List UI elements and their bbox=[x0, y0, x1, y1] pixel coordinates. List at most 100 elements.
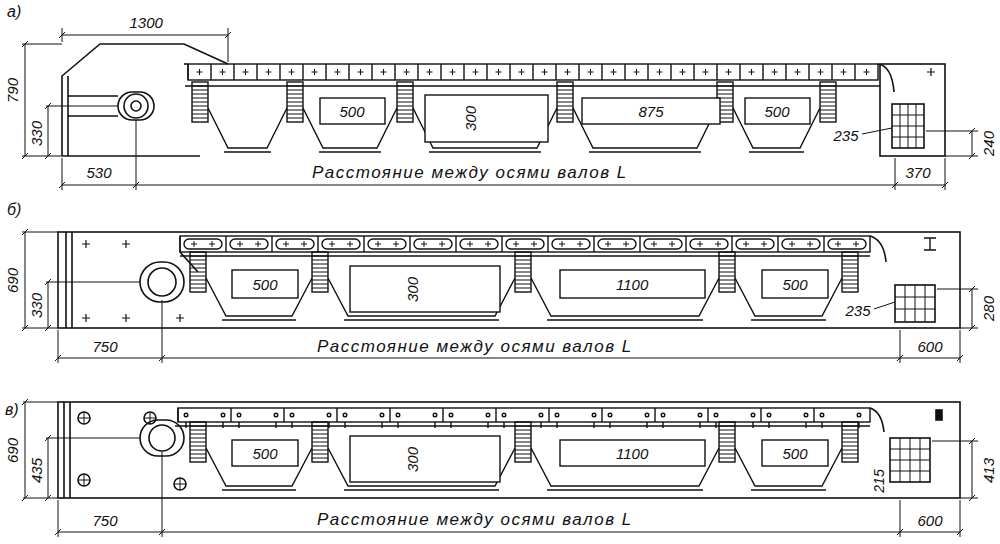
drawing-line bbox=[895, 285, 935, 322]
chain-link bbox=[325, 64, 326, 80]
post-hatch bbox=[192, 90, 208, 91]
post-hatch bbox=[192, 118, 208, 119]
support-post bbox=[312, 422, 328, 462]
post-hatch bbox=[719, 280, 735, 281]
chain-link bbox=[854, 64, 855, 80]
post-hatch bbox=[312, 260, 328, 261]
post-hatch bbox=[719, 426, 735, 427]
chain-link bbox=[670, 64, 671, 80]
post-hatch bbox=[842, 272, 858, 273]
bolt-mark bbox=[588, 69, 594, 75]
chain-link bbox=[317, 236, 318, 252]
chain-hanger bbox=[504, 422, 541, 428]
post-hatch bbox=[192, 114, 208, 115]
post-hatch bbox=[312, 430, 328, 431]
bolt-mark bbox=[853, 241, 859, 247]
frame-a bbox=[62, 44, 945, 156]
post-hatch bbox=[842, 454, 858, 455]
chain-link bbox=[460, 239, 498, 249]
bolt-mark bbox=[818, 69, 824, 75]
post-hatch bbox=[190, 268, 206, 269]
beam-flange bbox=[222, 319, 296, 320]
beam-flange bbox=[547, 489, 703, 490]
chain-link bbox=[389, 408, 390, 422]
chain-link bbox=[283, 408, 284, 422]
rivet bbox=[221, 413, 225, 417]
dimension-value: 500 bbox=[251, 276, 280, 293]
post-hatch bbox=[719, 272, 735, 273]
rivet bbox=[449, 413, 453, 417]
drawing-line bbox=[149, 425, 175, 451]
post-hatch bbox=[190, 434, 206, 435]
dimension-value: 600 bbox=[916, 338, 945, 355]
post-hatch bbox=[515, 256, 531, 257]
post-hatch bbox=[842, 276, 858, 277]
post-hatch bbox=[719, 284, 735, 285]
post-hatch bbox=[515, 280, 531, 281]
dimension-value: 875 bbox=[637, 103, 666, 120]
dimension-value: 600 bbox=[916, 512, 945, 529]
chain-link bbox=[808, 64, 809, 80]
drawing-line bbox=[892, 104, 924, 148]
rivet bbox=[343, 413, 347, 417]
post-hatch bbox=[190, 458, 206, 459]
support-post bbox=[190, 422, 206, 462]
drawing-line bbox=[932, 438, 978, 501]
bolt-mark bbox=[329, 241, 335, 247]
chain-link bbox=[555, 64, 556, 80]
bolt-mark bbox=[703, 69, 709, 75]
chain-link bbox=[271, 236, 272, 252]
chain-link bbox=[442, 408, 443, 422]
beam-flange bbox=[319, 151, 381, 152]
post-hatch bbox=[820, 114, 836, 115]
bolt-mark bbox=[715, 241, 721, 247]
support-post bbox=[842, 422, 858, 462]
chain-link bbox=[501, 236, 502, 252]
post-hatch bbox=[719, 264, 735, 265]
post-hatch bbox=[190, 430, 206, 431]
drawing-line bbox=[874, 302, 895, 309]
post-hatch bbox=[842, 430, 858, 431]
post-hatch bbox=[192, 110, 208, 111]
drawing-line bbox=[58, 232, 960, 328]
post-hatch bbox=[717, 86, 733, 87]
dimension-lines-c bbox=[22, 399, 978, 537]
dimension-caption: Расстояние между осями валов L bbox=[315, 510, 635, 529]
rivet bbox=[555, 413, 559, 417]
dimension-value: 330 bbox=[28, 290, 45, 319]
bolt-mark bbox=[473, 69, 479, 75]
frame-opening bbox=[560, 270, 705, 298]
chain-link bbox=[486, 64, 487, 80]
post-hatch bbox=[719, 450, 735, 451]
drawing-line bbox=[118, 92, 154, 120]
post-hatch bbox=[190, 450, 206, 451]
chain-link bbox=[233, 64, 234, 80]
dimension-value: 500 bbox=[781, 276, 810, 293]
beam-flange bbox=[751, 489, 826, 490]
post-hatch bbox=[515, 430, 531, 431]
frame-opening bbox=[560, 440, 705, 466]
drawing-line bbox=[78, 474, 90, 486]
chain-link bbox=[624, 64, 625, 80]
post-hatch bbox=[397, 94, 413, 95]
post-hatch bbox=[190, 280, 206, 281]
chain-link bbox=[578, 64, 579, 80]
support-post bbox=[287, 82, 303, 122]
bolt-mark bbox=[347, 241, 353, 247]
post-hatch bbox=[312, 284, 328, 285]
post-hatch bbox=[557, 114, 573, 115]
frame-opening bbox=[232, 270, 298, 298]
drawing-line bbox=[62, 155, 200, 157]
chain-hanger bbox=[769, 422, 806, 428]
rivet bbox=[486, 413, 490, 417]
rivet bbox=[433, 413, 437, 417]
post-hatch bbox=[190, 438, 206, 439]
post-hatch bbox=[842, 438, 858, 439]
frame-b bbox=[58, 232, 960, 328]
chain-link bbox=[409, 236, 410, 252]
chain-hanger bbox=[610, 422, 647, 428]
dimension-value: 1100 bbox=[614, 445, 650, 462]
beam-flange bbox=[344, 319, 499, 320]
support-post bbox=[192, 82, 208, 122]
chain-hanger bbox=[239, 422, 276, 428]
